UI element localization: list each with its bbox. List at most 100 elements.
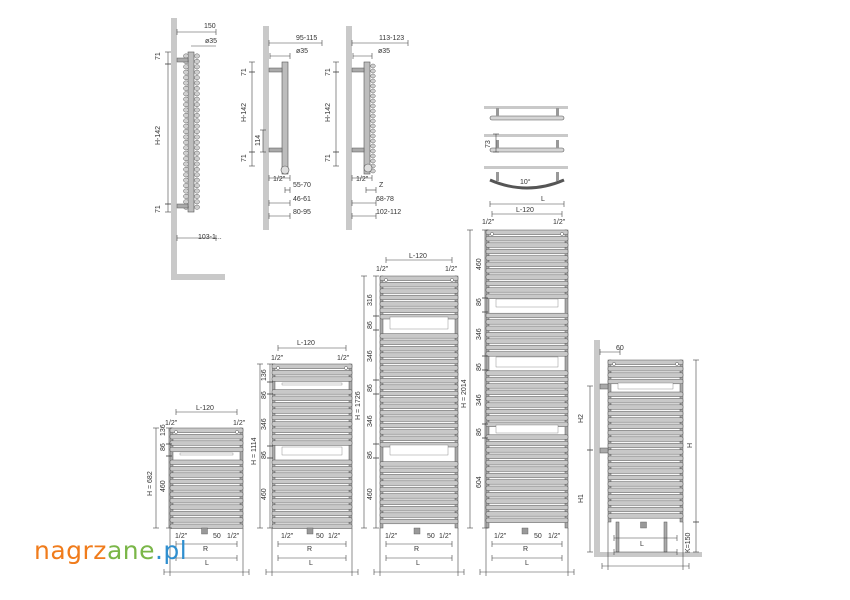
logo-part-b: ane	[106, 536, 155, 565]
front4-tube	[485, 344, 569, 351]
top-view-leg	[496, 172, 499, 181]
front3-gap-panel	[389, 444, 449, 456]
side1-riser	[187, 51, 195, 213]
front3-tube	[379, 333, 459, 339]
front4-tube	[485, 261, 569, 267]
floor-tube	[607, 398, 684, 404]
floor-gap-panel	[617, 382, 674, 390]
side2-bracket-bottom	[268, 147, 283, 153]
floor-tube	[607, 436, 684, 442]
front3-tube	[379, 371, 459, 377]
front3-tube	[379, 339, 459, 345]
side3-tube-end	[370, 128, 376, 134]
front1-tube	[169, 504, 244, 510]
front3-tube	[379, 461, 459, 467]
front3-tube	[379, 518, 459, 525]
front1-valve-icon	[201, 527, 208, 535]
front1-l-label: L	[205, 560, 209, 567]
side3-tube-end	[370, 153, 376, 159]
front3-tube	[379, 480, 459, 486]
side1-tube-end	[194, 91, 200, 97]
front2-tube	[271, 510, 353, 517]
front1-bottom-half-left-label: 1/2"	[175, 533, 188, 540]
front4-s4-label: 86	[476, 363, 483, 371]
front4-tube	[485, 479, 569, 485]
front4-s2-label: 86	[476, 298, 483, 306]
front3-bottom-half-right-label: 1/2"	[439, 533, 452, 540]
front1-tube	[169, 517, 244, 523]
side1-tube-end	[194, 53, 200, 59]
front4-gap-panel	[495, 298, 559, 308]
side3-tube-end	[370, 143, 376, 149]
front1-vent-icon	[235, 430, 239, 434]
front2-s5-label: 460	[261, 488, 268, 500]
front4-tube	[485, 415, 569, 421]
front1-50-label: 50	[213, 533, 221, 540]
side3-diameter-label: ø35	[378, 48, 390, 55]
front4-tube	[485, 408, 569, 415]
side3-height-label: H-142	[325, 103, 332, 122]
floor-tube	[607, 487, 684, 493]
front1-gap-panel	[179, 452, 234, 456]
side3-riser	[363, 61, 371, 175]
side3-tube-end	[370, 98, 376, 104]
front4-tube	[485, 434, 569, 440]
front4-tube	[485, 242, 569, 248]
front2-tube	[271, 421, 353, 427]
side3-width-label: 113-123	[379, 35, 404, 42]
side1-tube-end	[183, 183, 189, 189]
front4-tube	[485, 453, 569, 459]
front1-s1-label: 136	[160, 424, 167, 436]
top-view-depth-label: 73	[485, 140, 492, 148]
front3-tube	[379, 416, 459, 422]
floor-foot-right	[663, 521, 668, 553]
side3-tube-end	[370, 138, 376, 144]
front3-tube	[379, 499, 459, 505]
side3-half-label: 1/2"	[356, 176, 369, 183]
side3-tube-end	[370, 83, 376, 89]
side3-tube-end	[370, 93, 376, 99]
front4-tube	[485, 325, 569, 331]
side1-tube-end	[183, 123, 189, 129]
side1-width-label: 150	[204, 23, 216, 30]
side3-tube-end	[370, 103, 376, 109]
top-view-length-label: L	[541, 196, 545, 203]
side1-tube-end	[183, 107, 189, 113]
floor-tube	[607, 513, 684, 519]
top-view-wall	[484, 106, 568, 109]
side3-tube-end	[370, 113, 376, 119]
front1-s3-label: 460	[160, 480, 167, 492]
front3-s4-label: 86	[367, 384, 374, 392]
front2-tube	[271, 376, 353, 382]
front3-height-label: H = 1726	[355, 391, 362, 420]
side1-tube-end	[194, 102, 200, 108]
front4-tube	[485, 280, 569, 287]
side2-range3-label: 80-95	[293, 209, 311, 216]
front3-tube	[379, 282, 459, 288]
front3-tube	[379, 301, 459, 307]
side3-bracket-bottom	[351, 147, 365, 153]
side1-tube-end	[183, 129, 189, 135]
wall-section	[346, 26, 352, 230]
front3-tube	[379, 435, 459, 441]
front4-tube	[485, 511, 569, 517]
front4-r-label: R	[523, 546, 528, 553]
side3-valve-icon	[363, 163, 373, 173]
front4-tube	[485, 504, 569, 511]
front2-tube	[271, 517, 353, 523]
front4-tube	[485, 517, 569, 523]
side2-range2-label: 46-61	[293, 196, 311, 203]
wall-section	[263, 26, 269, 230]
logo-part-c: .pl	[154, 536, 188, 565]
side1-offset-label: 103-1...	[198, 234, 222, 241]
front4-tube	[485, 376, 569, 383]
floor-h2-label: H2	[578, 414, 585, 423]
front4-tube	[485, 389, 569, 395]
side2-valve-icon	[280, 165, 290, 175]
front4-tube	[485, 229, 569, 235]
top-view-wall	[484, 166, 568, 169]
front4-tube	[485, 447, 569, 453]
front2-tube	[271, 370, 353, 376]
floor-l-label: L	[640, 541, 644, 548]
